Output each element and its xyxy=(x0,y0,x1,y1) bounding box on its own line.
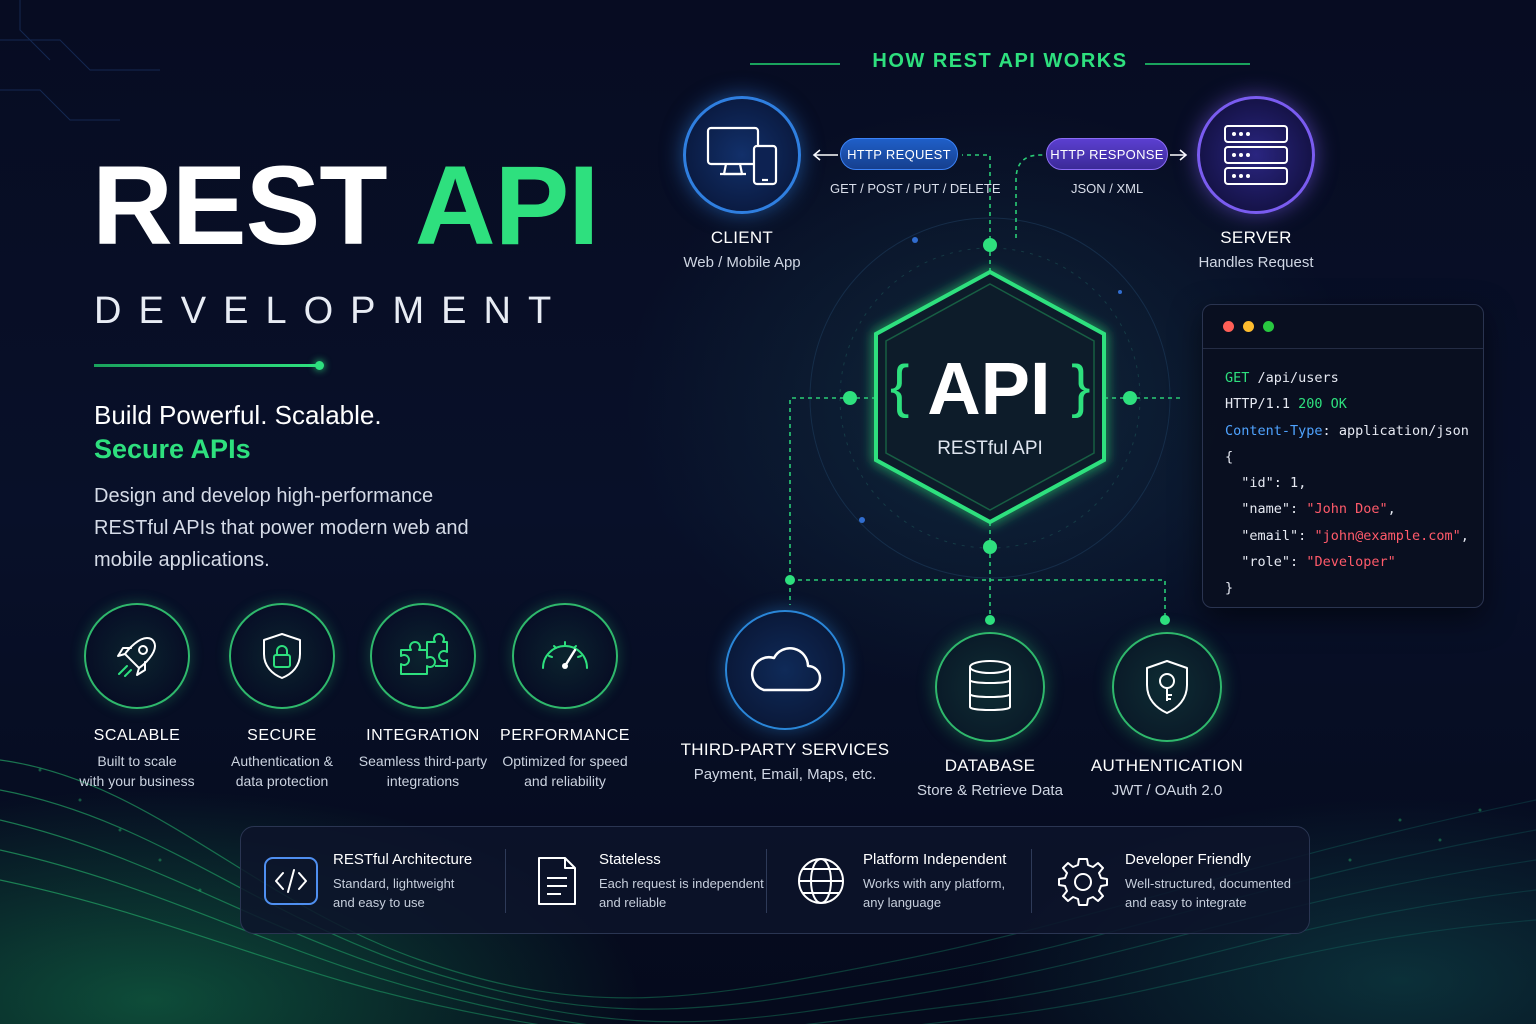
code-block: GET /api/users HTTP/1.1 200 OK Content-T… xyxy=(1225,370,1469,597)
http-methods-label: GET / POST / PUT / DELETE xyxy=(830,181,1001,196)
server-icon xyxy=(1224,125,1288,185)
puzzle-icon xyxy=(400,633,448,675)
document-icon xyxy=(538,857,576,905)
feature-title: PERFORMANCE xyxy=(500,727,630,744)
principle-restful-architecture: RESTful Architecture Standard, lightweig… xyxy=(261,827,472,935)
third-party-title: THIRD-PARTY SERVICES xyxy=(680,740,890,759)
feature-title: SCALABLE xyxy=(93,727,181,744)
brace-open: { xyxy=(890,354,910,419)
maximize-dot-icon xyxy=(1263,321,1274,332)
principle-title: Platform Independent xyxy=(863,850,1007,868)
database-title: DATABASE xyxy=(944,756,1036,775)
feature-title: INTEGRATION xyxy=(366,727,480,744)
shield-key-icon xyxy=(1146,660,1188,714)
gear-icon xyxy=(1058,858,1108,906)
tagline-accent: Secure APIs xyxy=(94,434,251,464)
http-request-pill: HTTP REQUEST xyxy=(840,138,958,170)
principle-title: RESTful Architecture xyxy=(333,850,473,868)
minimize-dot-icon xyxy=(1243,321,1254,332)
database-subtitle: Store & Retrieve Data xyxy=(917,782,1063,799)
feature-secure: SECURE Authentication &data protection xyxy=(207,603,357,791)
third-party-subtitle: Payment, Email, Maps, etc. xyxy=(693,766,877,783)
principle-title: Stateless xyxy=(599,850,661,868)
server-node: SERVER Handles Request xyxy=(1186,96,1326,271)
title-divider xyxy=(94,364,318,367)
title-api: API xyxy=(414,143,600,268)
close-dot-icon xyxy=(1223,321,1234,332)
shield-lock-icon xyxy=(263,633,301,679)
database-ring xyxy=(935,632,1045,742)
api-hub-label: { API } xyxy=(890,352,1091,426)
feature-icon-ring xyxy=(229,603,335,709)
rocket-icon xyxy=(117,637,156,677)
feature-title: SECURE xyxy=(247,727,317,744)
speedometer-icon xyxy=(542,641,588,669)
feature-icon-ring xyxy=(84,603,190,709)
diagram-heading-text: HOW REST API WORKS xyxy=(872,50,1128,72)
database-icon xyxy=(969,660,1011,711)
database-node: DATABASE Store & Retrieve Data xyxy=(905,632,1075,799)
response-formats-label: JSON / XML xyxy=(1071,181,1144,196)
feature-desc: Authentication &data protection xyxy=(231,753,333,789)
code-sample-window: GET /api/users HTTP/1.1 200 OK Content-T… xyxy=(1202,304,1484,608)
client-ring xyxy=(683,96,801,214)
authentication-subtitle: JWT / OAuth 2.0 xyxy=(1111,782,1223,799)
principle-title: Developer Friendly xyxy=(1125,850,1251,868)
hero-subtitle: DEVELOPMENT xyxy=(94,290,569,332)
http-response-pill: HTTP RESPONSE xyxy=(1046,138,1168,170)
diagram-heading: HOW REST API WORKS xyxy=(750,50,1250,73)
client-subtitle: Web / Mobile App xyxy=(683,254,801,271)
title-rest: REST xyxy=(92,143,388,268)
cloud-icon xyxy=(751,647,822,692)
globe-icon xyxy=(798,858,844,904)
third-party-ring xyxy=(725,610,845,730)
code-icon xyxy=(264,857,318,905)
principle-developer-friendly: Developer Friendly Well-structured, docu… xyxy=(1053,827,1291,935)
server-subtitle: Handles Request xyxy=(1198,254,1314,271)
principle-platform-independent: Platform Independent Works with any plat… xyxy=(791,827,1006,935)
feature-icon-ring xyxy=(370,603,476,709)
principle-desc: Works with any platform,any language xyxy=(863,875,1006,910)
api-text: API xyxy=(927,347,1051,430)
brace-close: } xyxy=(1071,354,1091,419)
api-hub-subtitle: RESTful API xyxy=(937,438,1043,459)
title-divider-dot xyxy=(315,361,324,370)
third-party-node: THIRD-PARTY SERVICES Payment, Email, Map… xyxy=(680,610,890,783)
authentication-node: AUTHENTICATION JWT / OAuth 2.0 xyxy=(1082,632,1252,799)
client-title: CLIENT xyxy=(710,228,774,247)
server-title: SERVER xyxy=(1220,228,1292,247)
authentication-title: AUTHENTICATION xyxy=(1090,756,1244,775)
code-window-titlebar xyxy=(1203,305,1483,349)
hero-description: Design and develop high-performance REST… xyxy=(94,485,469,571)
devices-icon xyxy=(706,126,778,186)
client-node: CLIENT Web / Mobile App xyxy=(672,96,812,271)
tagline-primary: Build Powerful. Scalable. xyxy=(94,400,382,430)
principles-bar: RESTful Architecture Standard, lightweig… xyxy=(240,826,1310,934)
server-ring xyxy=(1197,96,1315,214)
feature-icon-ring xyxy=(512,603,618,709)
authentication-ring xyxy=(1112,632,1222,742)
